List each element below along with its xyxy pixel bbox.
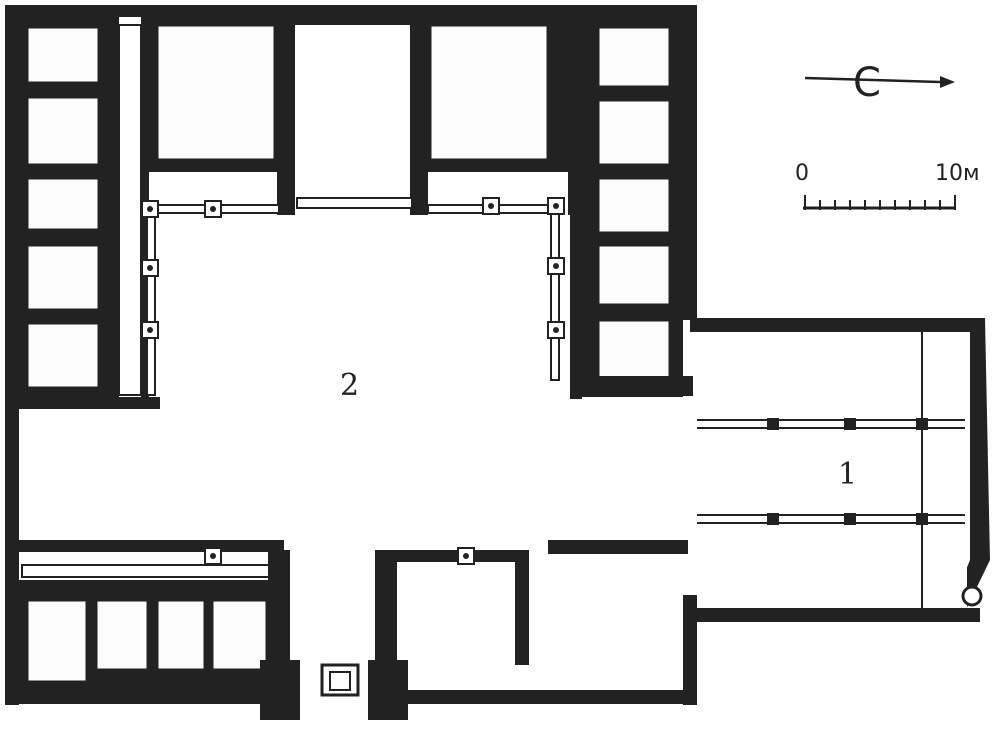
hall-annex [690,318,990,622]
courtyard-label: 2 [340,368,359,403]
colonnade [141,197,565,396]
outer-wall-right-upper [683,5,697,320]
outer-wall-bottom-left [5,690,265,704]
north-letter: С [853,60,881,106]
north-arrow-icon [804,76,955,88]
scale-end-label: 10м [935,161,980,186]
scale-start-label: 0 [795,161,809,186]
outer-wall-top [5,5,695,17]
outer-wall-left [5,5,19,705]
outer-wall-right-lower [683,595,697,705]
top-rooms [149,17,570,222]
entrance [260,660,408,720]
courtyard-center [160,215,570,545]
outer-wall-bottom-right [372,690,697,704]
hall-label: 1 [838,457,857,492]
right-rooms [548,17,693,399]
scale-bar [803,195,956,210]
